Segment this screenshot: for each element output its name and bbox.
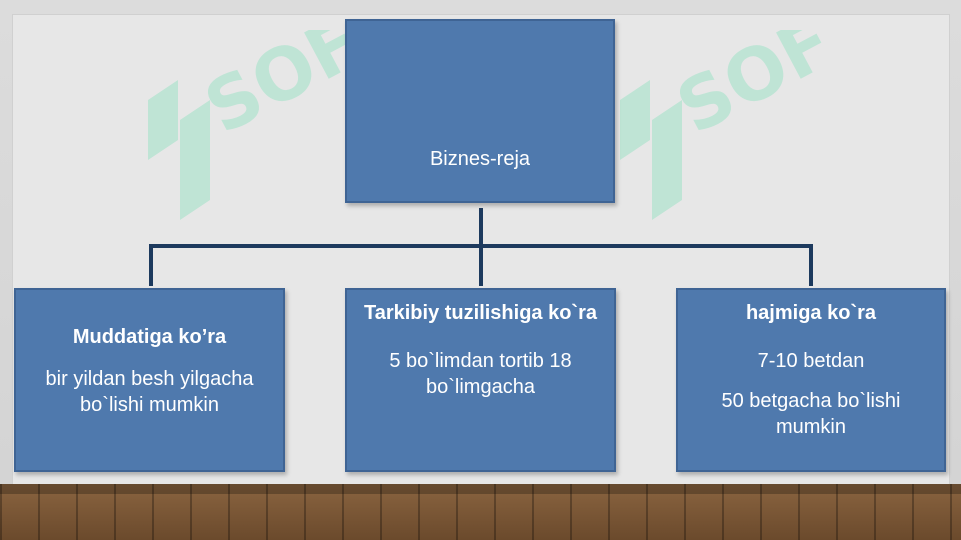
- floor-shadow: [0, 484, 961, 494]
- child-line: 7-10 betdan: [757, 350, 865, 372]
- child-line: bo`limgacha: [426, 376, 535, 398]
- child-line: 5 bo`limdan tortib 18: [389, 350, 572, 372]
- connector-right: [809, 244, 813, 286]
- watermark-text: SOFF: [664, 30, 830, 150]
- child-node-duration: Muddatiga ko’ra bir yildan besh yilgacha…: [14, 288, 285, 472]
- wood-floor: [0, 484, 961, 540]
- connector-middle: [479, 244, 483, 286]
- child-title: Muddatiga ko’ra: [72, 326, 227, 348]
- child-title: Tarkibiy tuzilishiga ko`ra: [363, 302, 598, 324]
- child-node-volume: hajmiga ko`ra 7-10 betdan 50 betgacha bo…: [676, 288, 946, 472]
- connector-left: [149, 244, 153, 286]
- soff-logo-icon: SOFF: [620, 30, 830, 220]
- child-line: bo`lishi mumkin: [80, 394, 219, 416]
- child-line: 50 betgacha bo`lishi: [721, 390, 901, 412]
- connector-trunk: [479, 208, 483, 248]
- soff-logo-icon: SOFF: [148, 30, 358, 220]
- child-line: bir yildan besh yilgacha: [45, 368, 254, 390]
- root-label: Biznes-reja: [429, 148, 531, 170]
- child-line: mumkin: [775, 416, 846, 438]
- child-title: hajmiga ko`ra: [745, 302, 877, 324]
- root-node: Biznes-reja: [345, 19, 615, 203]
- child-node-structure: Tarkibiy tuzilishiga ko`ra 5 bo`limdan t…: [345, 288, 616, 472]
- watermark-text: SOFF: [192, 30, 358, 150]
